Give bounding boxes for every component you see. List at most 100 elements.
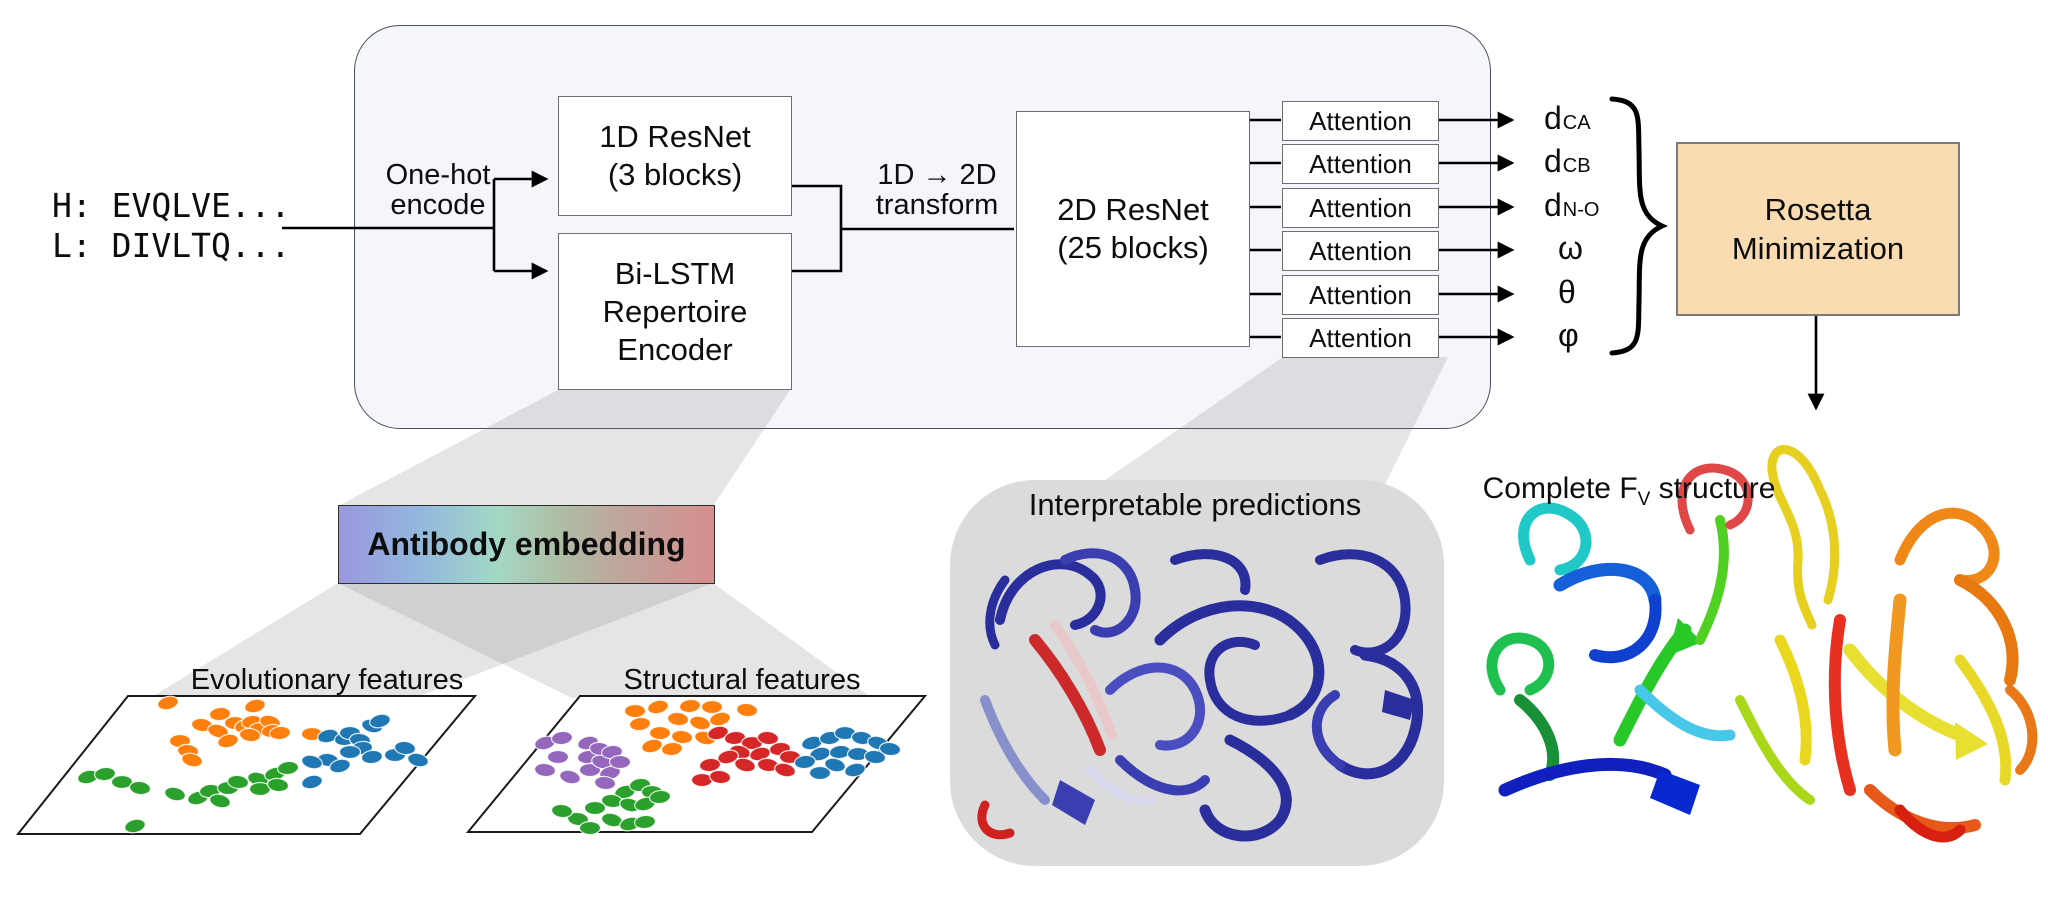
scatter-dot-orange	[244, 698, 266, 714]
scatter-dot-orange	[181, 752, 203, 768]
scatter-dot-green	[648, 789, 672, 805]
scatter-dot-green	[583, 800, 607, 816]
scatter-dot-orange	[709, 711, 731, 727]
scatter-dot-orange	[268, 725, 292, 741]
scatter-dot-purple	[533, 762, 557, 778]
scatter-dot-green	[209, 793, 231, 809]
scatter-dot-green	[128, 780, 152, 796]
input-sequences: H: EVQLVE...L: DIVLTQ...	[52, 186, 290, 266]
scatter-dot-purple	[559, 769, 581, 785]
scatter-dot-blue	[360, 749, 384, 765]
scatter-dot-orange	[700, 699, 724, 715]
scatter-dot-blue	[407, 752, 429, 768]
scatter-dot-blue	[808, 765, 832, 781]
structural-plane	[465, 695, 928, 836]
structural-dots	[533, 698, 902, 836]
scatter-dot-orange	[208, 706, 232, 722]
scatter-dot-orange	[660, 741, 684, 757]
scatter-dot-orange	[641, 738, 663, 754]
interpretable-blob	[950, 480, 1444, 866]
scatter-dot-green	[550, 803, 574, 819]
transform-label: 1D → 2D transform	[875, 159, 999, 221]
scatter-dot-red	[734, 757, 756, 773]
scatter-dot-orange	[666, 711, 690, 727]
attention-box-6: Attention	[1282, 318, 1439, 358]
connector-lines	[282, 111, 1825, 411]
scatter-dot-blue	[863, 749, 887, 765]
merge-lines	[791, 184, 843, 273]
scatter-dot-orange	[647, 699, 669, 715]
scatter-dot-blue	[878, 741, 902, 757]
scatter-dot-purple	[550, 730, 574, 746]
scatter-dot-purple	[608, 754, 632, 770]
scatter-dot-blue	[338, 744, 362, 760]
evolutionary-plane	[15, 695, 478, 835]
scatter-dot-orange	[670, 729, 694, 745]
scatter-dot-orange	[623, 703, 647, 719]
resnet2d-box: 2D ResNet (25 blocks)	[1016, 111, 1250, 347]
rosetta-minimization-box: Rosetta Minimization	[1676, 142, 1960, 316]
scatter-dot-blue	[301, 774, 323, 790]
outputs-brace	[1609, 96, 1668, 356]
scatter-dot-green	[164, 786, 186, 802]
bilstm-box: Bi-LSTM Repertoire Encoder	[558, 233, 792, 390]
scatter-dot-blue	[844, 762, 866, 778]
heavy-chain-sequence: H: EVQLVE...	[52, 186, 291, 225]
scatter-dot-purple	[546, 749, 570, 765]
beam-embedding-to-structural	[338, 583, 872, 698]
scatter-dot-green	[93, 766, 117, 782]
output-label-theta: θ	[1558, 274, 1576, 310]
scatter-dot-purple	[578, 762, 602, 778]
attention-box-1: Attention	[1282, 101, 1439, 141]
attention-box-5: Attention	[1282, 275, 1439, 315]
scatter-dot-orange	[689, 715, 711, 731]
scatter-dot-red	[756, 730, 780, 746]
scatter-dot-green	[276, 760, 300, 776]
scatter-dot-blue	[793, 754, 817, 770]
interpretable-predictions-title: Interpretable predictions	[1028, 487, 1362, 522]
one-hot-encode-label: One-hot encode	[385, 159, 491, 221]
antibody-embedding-bar: Antibody embedding	[338, 505, 715, 584]
scatter-dot-red	[698, 757, 722, 773]
structural-features-title: Structural features	[623, 664, 861, 696]
scatter-dot-orange	[157, 695, 179, 711]
scatter-dot-orange	[648, 725, 672, 741]
beam-encoder-to-embedding	[338, 390, 790, 506]
scatter-dot-orange	[678, 698, 702, 714]
scatter-dot-blue	[317, 728, 339, 744]
attention-box-4: Attention	[1282, 231, 1439, 271]
attention-box-3: Attention	[1282, 188, 1439, 228]
evolutionary-features-title: Evolutionary features	[190, 664, 464, 696]
scatter-dot-green	[578, 820, 602, 836]
resnet1d-box: 1D ResNet (3 blocks)	[558, 96, 792, 216]
complete-fv-protein	[1486, 445, 2038, 843]
scatter-dot-blue	[301, 754, 323, 770]
scatter-dot-green	[566, 811, 590, 827]
beam-embedding-to-evolutionary	[150, 583, 713, 698]
scatter-dot-red	[707, 725, 729, 741]
scatter-dot-red	[723, 730, 747, 746]
scatter-dot-red	[774, 762, 796, 778]
scatter-dot-orange	[735, 702, 759, 718]
scatter-dot-blue	[824, 757, 846, 773]
light-chain-sequence: L: DIVLTQ...	[52, 226, 291, 265]
scatter-dot-blue	[369, 713, 391, 729]
output-label-phi: φ	[1558, 317, 1579, 353]
attention-box-2: Attention	[1282, 144, 1439, 184]
scatter-dot-green	[226, 774, 250, 790]
scatter-dot-orange	[217, 733, 239, 749]
scatter-dot-orange	[207, 723, 229, 739]
scatter-dot-orange	[238, 727, 262, 743]
scatter-dot-green	[110, 774, 134, 790]
evolutionary-dots	[77, 695, 429, 834]
scatter-dot-red	[708, 769, 732, 785]
scatter-dot-green	[124, 818, 146, 834]
complete-fv-structure-title: Complete FV structure	[1482, 472, 1776, 510]
scatter-dot-green	[633, 814, 657, 830]
scatter-dot-blue	[329, 758, 351, 774]
output-label-omega: ω	[1558, 230, 1583, 266]
